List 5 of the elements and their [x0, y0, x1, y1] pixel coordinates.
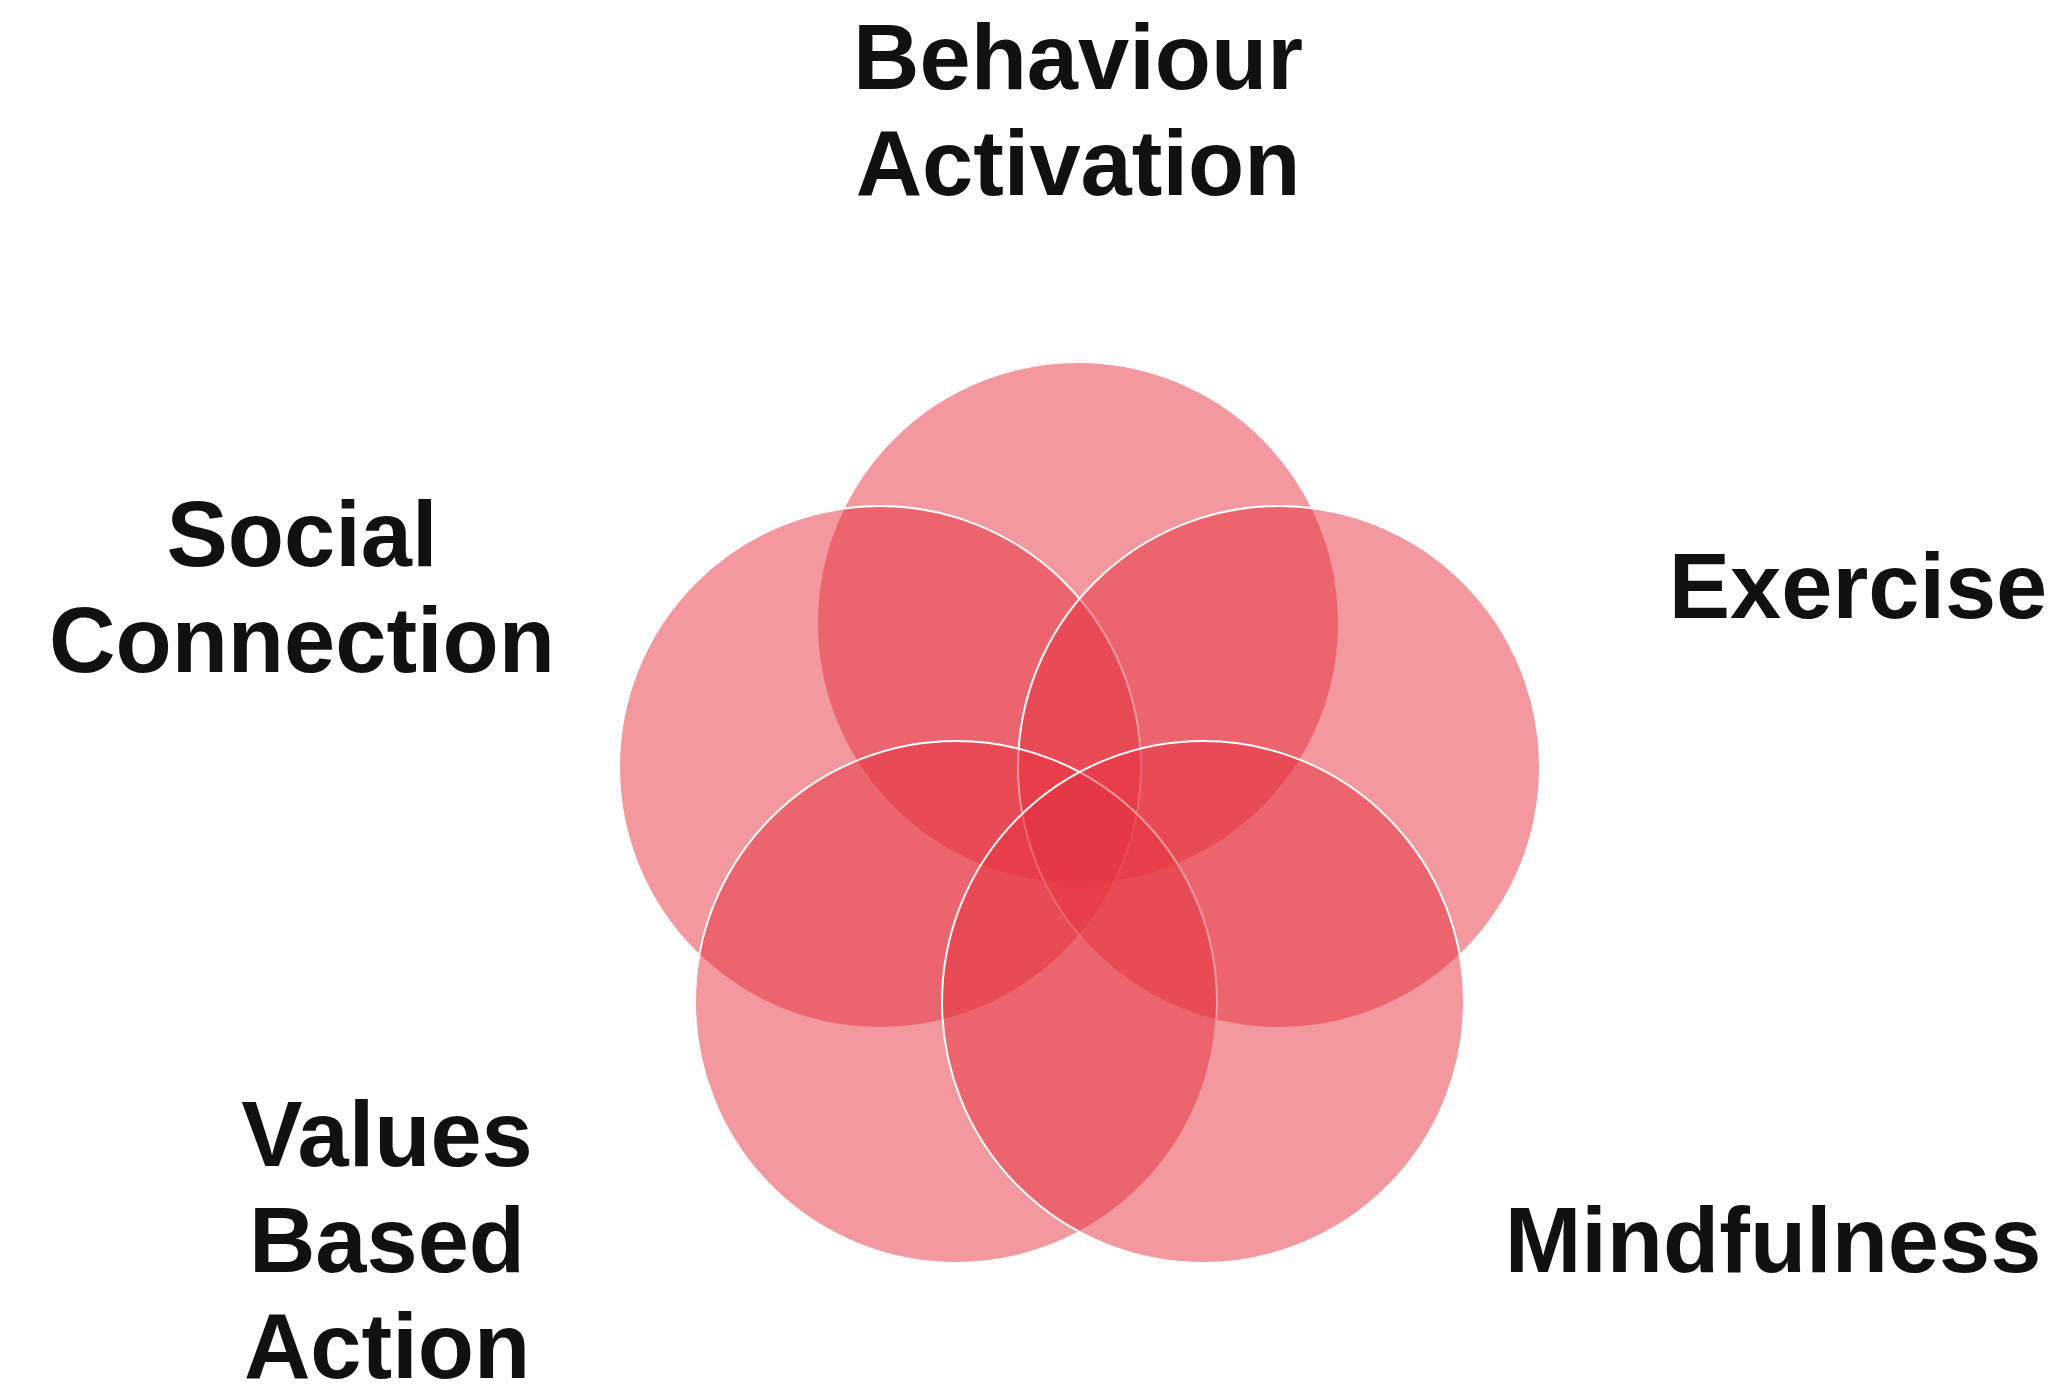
category-label: Exercise [1668, 534, 2048, 639]
category-label: Mindfulness [1504, 1188, 2042, 1293]
category-label: Behaviour Activation [853, 5, 1303, 216]
category-label: Values Based Action [241, 1082, 533, 1387]
category-label: Social Connection [49, 482, 555, 693]
